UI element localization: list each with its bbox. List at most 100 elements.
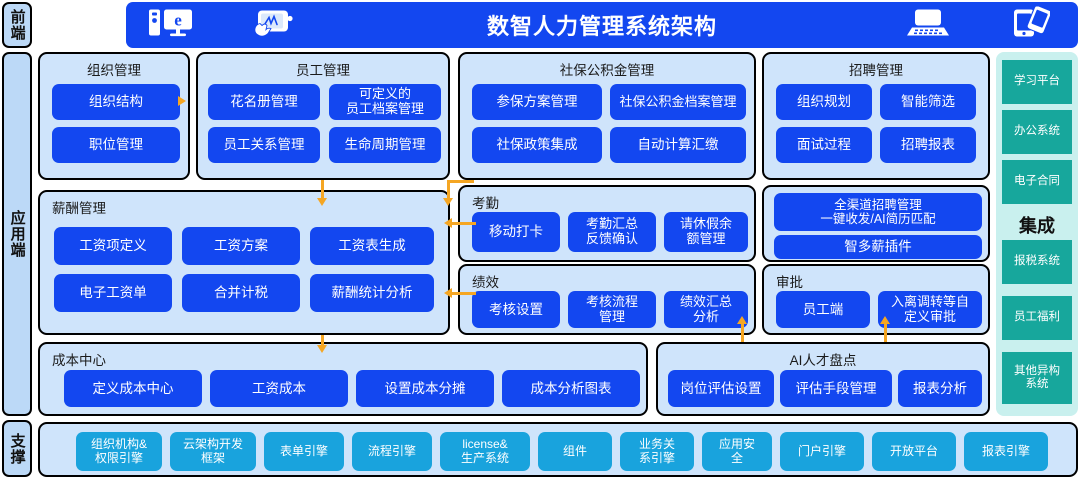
- arrow-approval-to-talent-head: [880, 316, 890, 324]
- chip-org-structure[interactable]: 组织结构: [52, 84, 180, 120]
- panel-recruit-title: 招聘管理: [849, 63, 903, 78]
- panel-cost-title: 成本中心: [52, 353, 106, 368]
- chip-insurance-plan[interactable]: 参保方案管理: [472, 84, 602, 120]
- mobile-phones-icon: [1010, 5, 1052, 44]
- panel-talent-title: AI人才盘点: [789, 353, 857, 368]
- arrow-org-to-employee: [178, 96, 186, 106]
- arrow-salary-to-cost-head: [317, 345, 327, 353]
- rail-support-label: 支撑: [8, 432, 26, 465]
- chip-omnichannel-recruit[interactable]: 全渠道招聘管理 一键收发/AI简历匹配: [774, 193, 982, 231]
- arrow-salary-to-cost-line: [321, 335, 324, 349]
- integration-column: 学习平台 办公系统 电子合同 集成 报税系统 员工福利 其他异构 系统: [996, 52, 1078, 416]
- schip-open-platform[interactable]: 开放平台: [872, 432, 956, 471]
- gchip-tax-system[interactable]: 报税系统: [1002, 240, 1072, 284]
- chip-employee-portal[interactable]: 员工端: [776, 291, 870, 328]
- desktop-pc-browser-icon: e: [148, 8, 194, 43]
- schip-cloud-dev-framework[interactable]: 云架构开发 框架: [170, 432, 256, 471]
- chip-cost-analysis-chart[interactable]: 成本分析图表: [502, 370, 640, 407]
- panel-salary: 薪酬管理 工资项定义 工资方案 工资表生成 电子工资单 合并计税 薪酬统计分析: [38, 190, 450, 335]
- arrow-performance-to-talent-line: [741, 320, 744, 342]
- arrow-performance-to-salary-line: [452, 292, 476, 295]
- gchip-employee-benefits[interactable]: 员工福利: [1002, 296, 1072, 340]
- chip-custom-approval[interactable]: 入离调转等自 定义审批: [878, 291, 982, 328]
- chip-salary-cost[interactable]: 工资成本: [210, 370, 348, 407]
- panel-approval-title: 审批: [776, 275, 803, 290]
- panel-performance-title: 绩效: [472, 275, 499, 290]
- header-banner: e: [126, 2, 1078, 48]
- chip-performance-summary[interactable]: 绩效汇总 分析: [664, 291, 748, 328]
- schip-app-security[interactable]: 应用安 全: [702, 432, 772, 471]
- chip-custom-employee-file[interactable]: 可定义的 员工档案管理: [329, 84, 441, 120]
- schip-org-permission-engine[interactable]: 组织机构& 权限引擎: [76, 432, 162, 471]
- panel-ai-talent: AI人才盘点 岗位评估设置 评估手段管理 报表分析: [656, 342, 990, 416]
- arrow-approval-to-talent-line: [884, 320, 887, 342]
- chip-policy-integration[interactable]: 社保政策集成: [472, 127, 602, 163]
- chip-assessment-process[interactable]: 考核流程 管理: [568, 291, 656, 328]
- panel-recruitment: 招聘管理 组织规划 智能筛选 面试过程 招聘报表: [762, 52, 990, 180]
- rail-application: 应用端: [2, 52, 32, 416]
- chip-leave-balance[interactable]: 请休假余 额管理: [664, 212, 748, 252]
- chip-report-analysis[interactable]: 报表分析: [898, 370, 982, 407]
- chip-salary-plan[interactable]: 工资方案: [182, 227, 300, 265]
- rail-support: 支撑: [2, 420, 32, 477]
- rail-frontend-label: 前端: [8, 9, 26, 41]
- panel-approval: 审批 员工端 入离调转等自 定义审批: [762, 264, 990, 335]
- panel-attendance: 考勤 移动打卡 考勤汇总 反馈确认 请休假余 额管理: [458, 185, 756, 262]
- arrow-performance-to-salary-head: [444, 288, 452, 298]
- schip-process-engine[interactable]: 流程引擎: [352, 432, 432, 471]
- schip-report-engine[interactable]: 报表引擎: [964, 432, 1048, 471]
- arrow-social-to-attendance-line: [447, 180, 450, 202]
- page-title: 数智人力管理系统架构: [486, 14, 717, 39]
- panel-salary-title: 薪酬管理: [52, 201, 106, 216]
- panel-attendance-title: 考勤: [472, 196, 499, 211]
- schip-portal-engine[interactable]: 门户引擎: [780, 432, 864, 471]
- signature-tablet-icon: [246, 8, 294, 43]
- schip-form-engine[interactable]: 表单引擎: [264, 432, 344, 471]
- schip-business-relation-engine[interactable]: 业务关 系引擎: [620, 432, 694, 471]
- schip-components[interactable]: 组件: [538, 432, 612, 471]
- panel-org-title: 组织管理: [87, 63, 141, 78]
- arrow-attendance-to-salary-head: [444, 218, 452, 228]
- chip-mobile-clock-in[interactable]: 移动打卡: [472, 212, 560, 252]
- chip-merged-tax[interactable]: 合并计税: [182, 274, 300, 312]
- chip-salary-statistics[interactable]: 薪酬统计分析: [310, 274, 434, 312]
- arrow-performance-to-talent-head: [737, 316, 747, 324]
- chip-define-cost-center[interactable]: 定义成本中心: [64, 370, 202, 407]
- chip-org-planning[interactable]: 组织规划: [776, 84, 872, 120]
- chip-smart-screening[interactable]: 智能筛选: [880, 84, 976, 120]
- chip-interview-process[interactable]: 面试过程: [776, 127, 872, 163]
- chip-attendance-summary[interactable]: 考勤汇总 反馈确认: [568, 212, 656, 252]
- chip-zhiduoxin-plugin[interactable]: 智多薪插件: [774, 235, 982, 259]
- chip-roster-mgmt[interactable]: 花名册管理: [208, 84, 320, 120]
- chip-payroll-generate[interactable]: 工资表生成: [310, 227, 434, 265]
- panel-cost-center: 成本中心 定义成本中心 工资成本 设置成本分摊 成本分析图表: [38, 342, 648, 416]
- panel-performance: 绩效 考核设置 考核流程 管理 绩效汇总 分析: [458, 264, 756, 335]
- gchip-e-contract[interactable]: 电子合同: [1002, 160, 1072, 204]
- arrow-employee-to-salary-line: [321, 180, 324, 202]
- panel-channel-recruit: 全渠道招聘管理 一键收发/AI简历匹配 智多薪插件: [762, 185, 990, 262]
- schip-license-production[interactable]: license& 生产系统: [440, 432, 530, 471]
- chip-social-file-mgmt[interactable]: 社保公积金档案管理: [610, 84, 746, 120]
- chip-position-mgmt[interactable]: 职位管理: [52, 127, 180, 163]
- gchip-office-system[interactable]: 办公系统: [1002, 110, 1072, 154]
- chip-eval-method-mgmt[interactable]: 评估手段管理: [780, 370, 892, 407]
- panel-org: 组织管理 组织结构 职位管理: [38, 52, 190, 180]
- rail-application-label: 应用端: [8, 210, 26, 258]
- arrow-attendance-to-salary-line: [452, 222, 476, 225]
- support-row: 组织机构& 权限引擎 云架构开发 框架 表单引擎 流程引擎 license& 生…: [38, 422, 1078, 477]
- arrow-social-left-line: [450, 180, 474, 183]
- gchip-other-systems[interactable]: 其他异构 系统: [1002, 352, 1072, 404]
- chip-auto-calc-payment[interactable]: 自动计算汇缴: [610, 127, 746, 163]
- chip-job-eval-setting[interactable]: 岗位评估设置: [668, 370, 774, 407]
- chip-lifecycle-mgmt[interactable]: 生命周期管理: [329, 127, 441, 163]
- rail-frontend: 前端: [2, 2, 32, 48]
- arrow-employee-to-salary-head: [317, 198, 327, 206]
- chip-cost-allocation[interactable]: 设置成本分摊: [356, 370, 494, 407]
- chip-salary-item-def[interactable]: 工资项定义: [54, 227, 172, 265]
- chip-assessment-setting[interactable]: 考核设置: [472, 291, 560, 328]
- chip-recruit-report[interactable]: 招聘报表: [880, 127, 976, 163]
- laptop-icon: [906, 8, 950, 43]
- chip-e-payslip[interactable]: 电子工资单: [54, 274, 172, 312]
- gchip-learning-platform[interactable]: 学习平台: [1002, 60, 1072, 104]
- chip-employee-relation[interactable]: 员工关系管理: [208, 127, 320, 163]
